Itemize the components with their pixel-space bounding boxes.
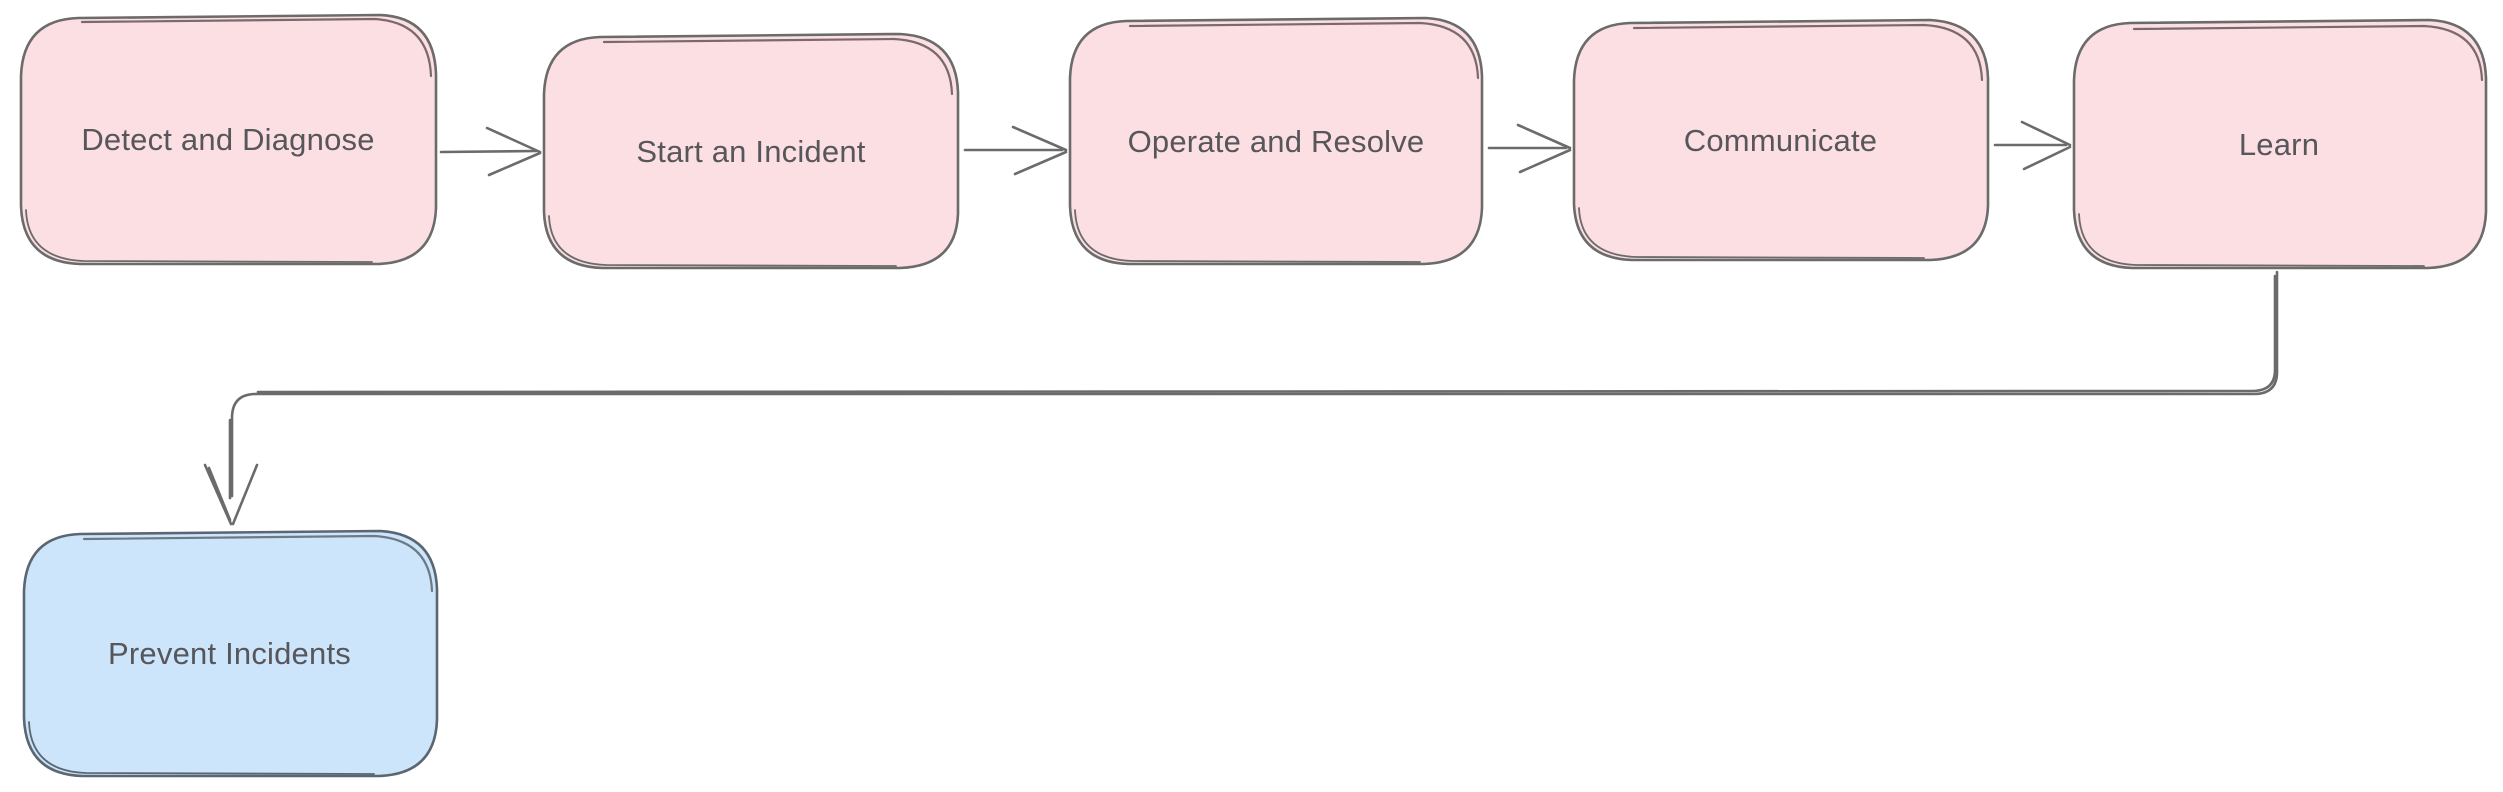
edge-learn-to-prevent[interactable] [203,270,2279,526]
edge-operate-to-communicate[interactable] [1487,123,1572,174]
node-shape-communicate[interactable] [1572,18,1990,262]
flow-edges [203,120,2279,526]
node-shape-operate[interactable] [1068,16,1484,266]
node-shape-start[interactable] [542,32,960,270]
edge-detect-to-start[interactable] [439,126,542,177]
node-shape-learn[interactable] [2072,18,2488,270]
edge-start-to-operate[interactable] [963,125,1068,176]
node-shapes [19,13,2488,778]
node-shape-prevent[interactable] [22,529,439,778]
edge-communicate-to-learn[interactable] [1993,120,2072,171]
node-shape-detect[interactable] [19,13,438,266]
